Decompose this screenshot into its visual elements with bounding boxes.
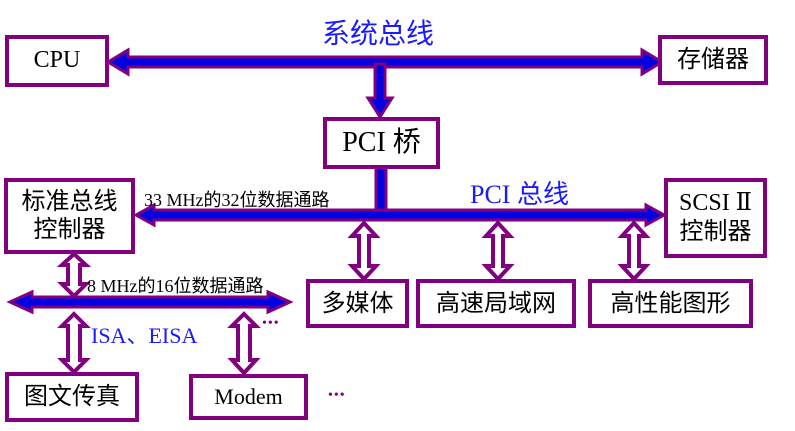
system-to-pci-bridge-arrow [365,62,395,120]
scsi-controller-box: SCSI Ⅱ 控制器 [664,178,767,258]
multimedia-label: 多媒体 [321,288,394,317]
modem-box: Modem [189,374,308,420]
system-bus-label: 系统总线 [322,17,435,50]
memory-label: 存储器 [677,45,749,74]
standard-bus-controller-line1: 标准总线 [21,187,118,216]
fax-box: 图文传真 [5,372,139,422]
lan-label: 高速局域网 [436,288,556,317]
multimedia-box: 多媒体 [306,279,409,328]
pci-to-graphics-arrow [617,220,651,282]
cpu-label: CPU [33,47,81,74]
standard-bus-controller-box: 标准总线 控制器 [4,178,135,254]
scsi-controller-line2: 控制器 [679,217,752,245]
bottom-ellipsis: ••• [328,388,346,403]
isa-bus-ellipsis: ••• [262,316,280,331]
pci-bridge-box: PCI 桥 [323,117,440,169]
scsi-controller-line1: SCSI Ⅱ [678,190,752,217]
ctrl-to-isa-arrow [56,251,92,299]
graphics-box: 高性能图形 [588,279,753,328]
cpu-box: CPU [5,35,109,87]
isa-bus-arrow [6,289,294,315]
isa-eisa-label: ISA、EISA [91,323,198,348]
fax-label: 图文传真 [24,382,120,411]
pci-data-path-label: 33 MHz的32位数据通路 [144,190,330,210]
isa-data-path-label: 8 MHz的16位数据通路 [87,276,264,296]
graphics-label: 高性能图形 [610,288,731,317]
isa-to-fax-arrow [57,311,91,375]
pci-bridge-label: PCI 桥 [342,126,421,158]
memory-box: 存储器 [658,35,768,85]
pci-bus-label: PCI 总线 [470,180,569,209]
pci-to-lan-arrow [481,220,515,282]
modem-label: Modem [214,384,283,410]
pci-bridge-stem [374,166,388,214]
isa-to-modem-arrow [227,311,261,376]
standard-bus-controller-line2: 控制器 [33,215,106,243]
pci-to-multimedia-arrow [347,220,381,282]
lan-box: 高速局域网 [416,279,576,328]
